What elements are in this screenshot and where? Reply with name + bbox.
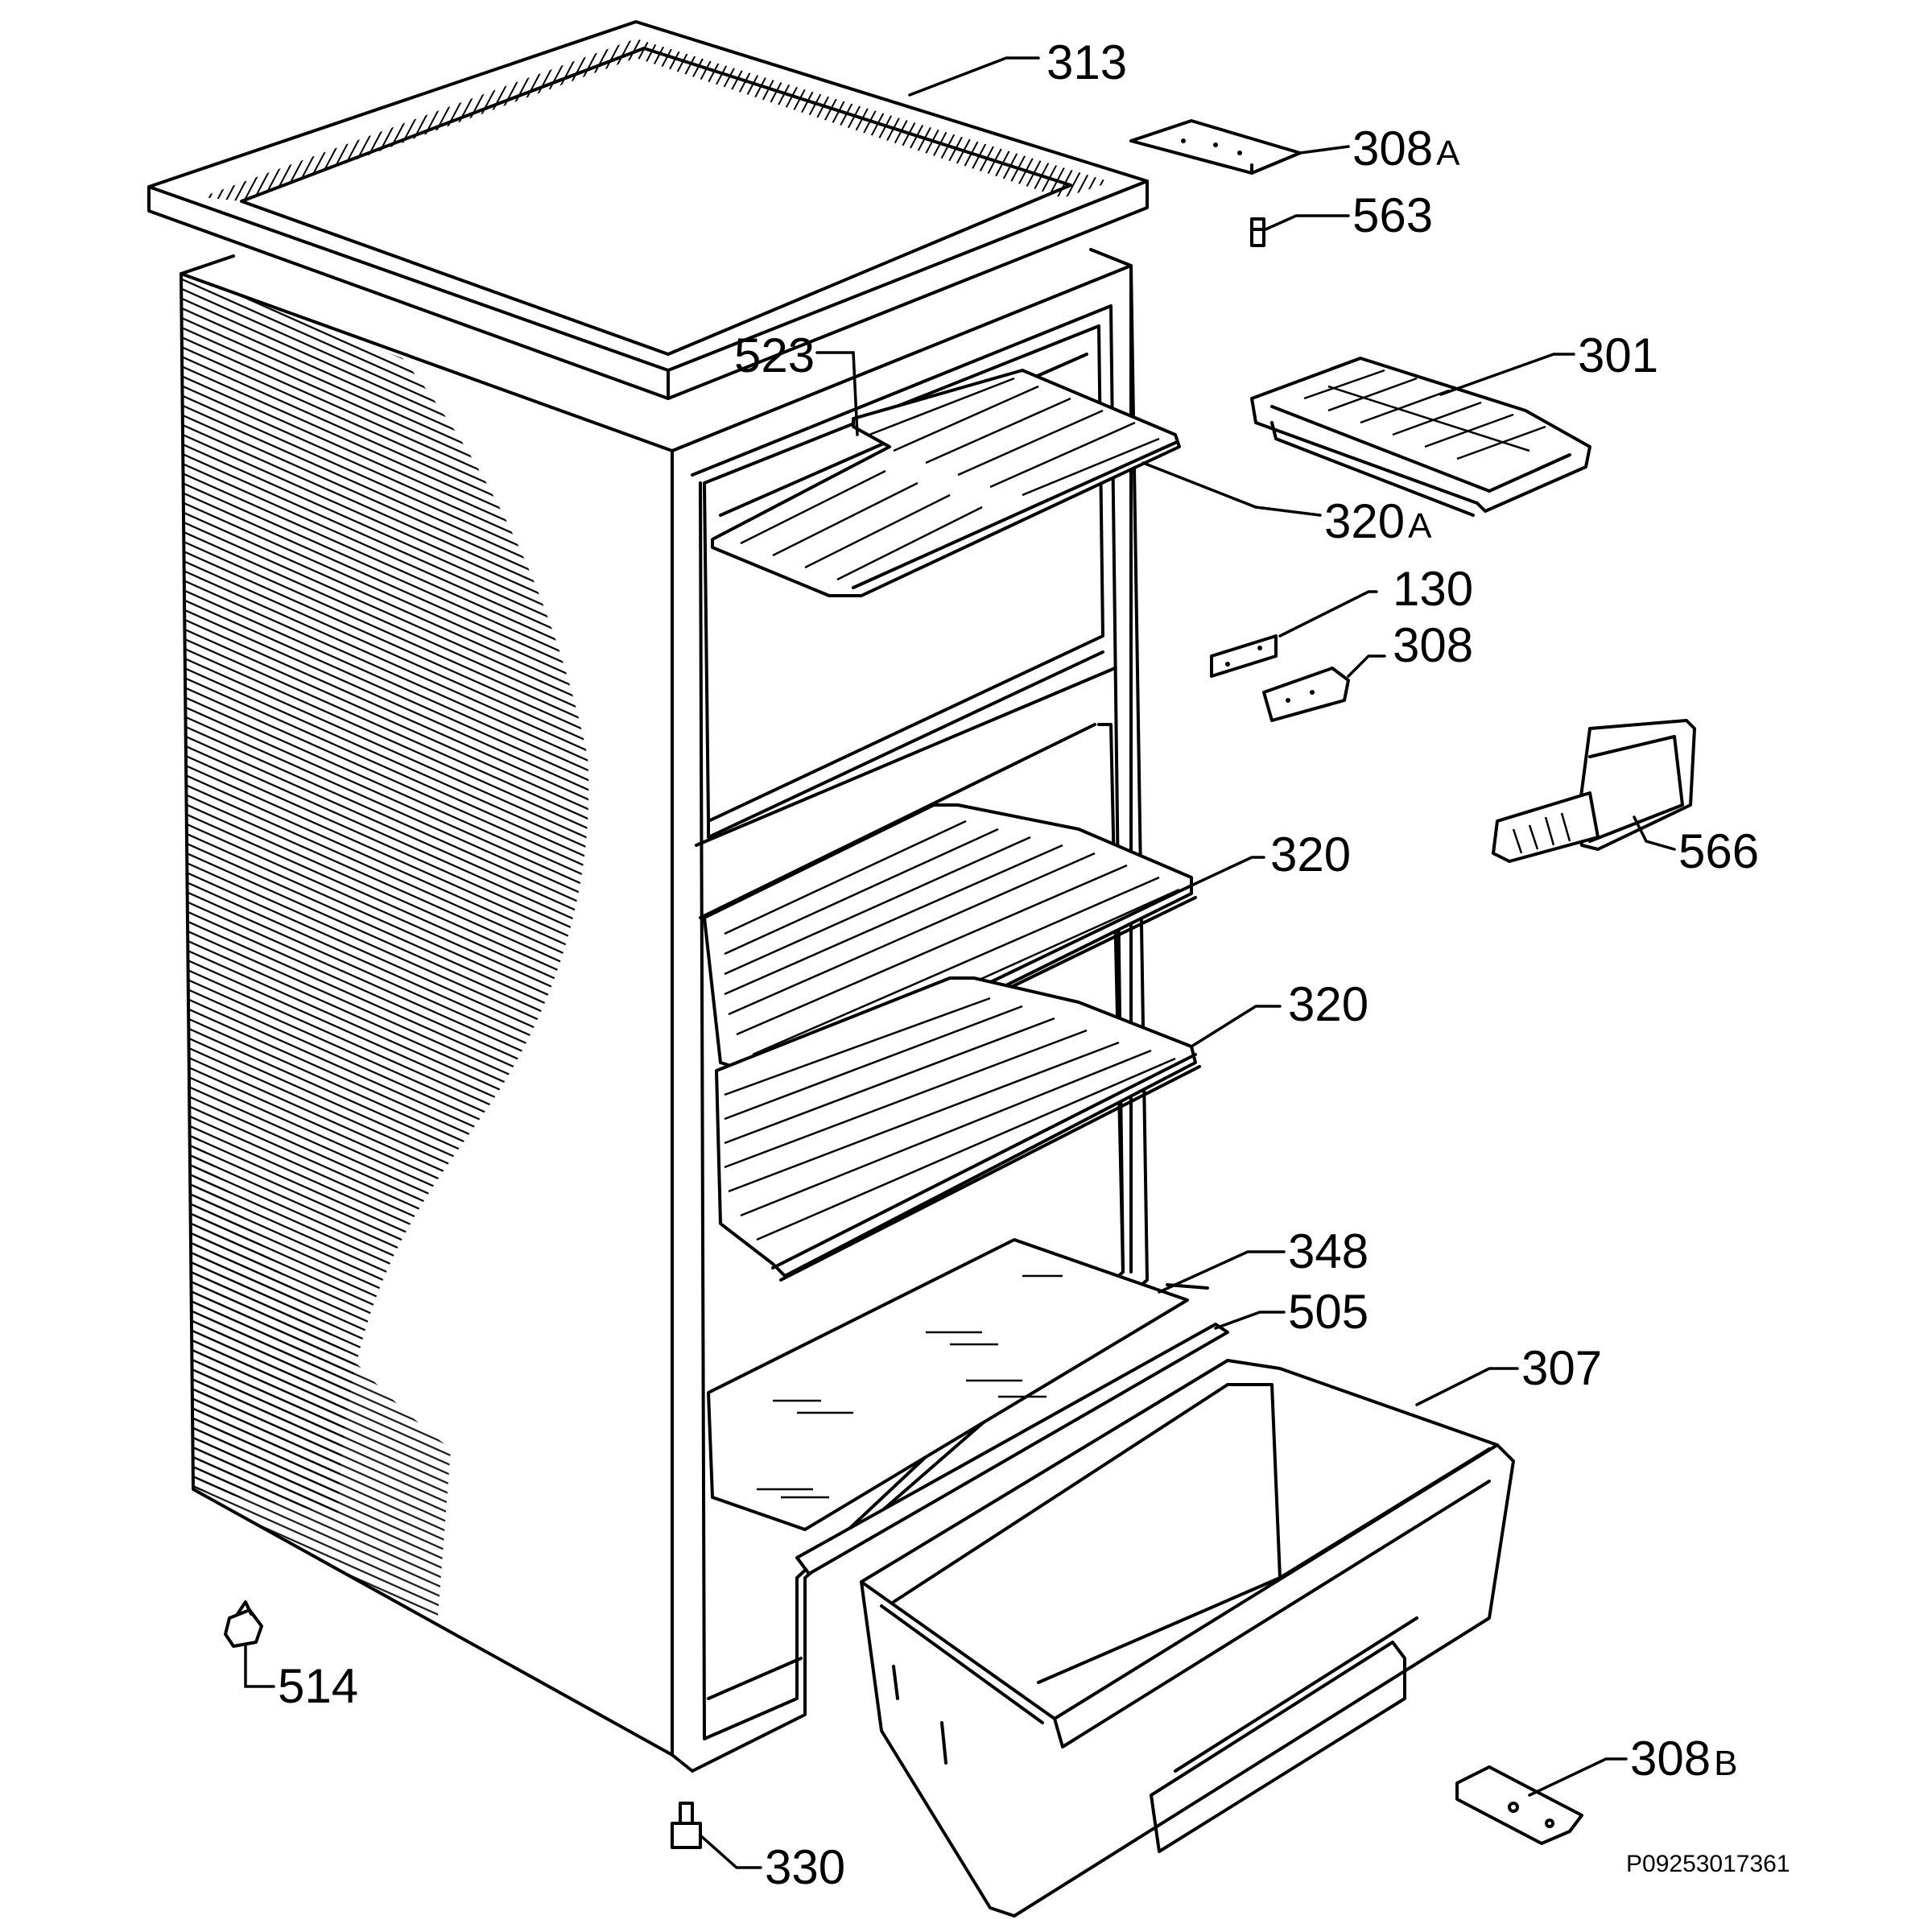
- label-301: 301: [1578, 328, 1658, 382]
- label-308b: 308: [1630, 1732, 1711, 1785]
- svg-text:308A: 308A: [1352, 122, 1460, 175]
- top-cover: [147, 20, 1149, 400]
- label-514: 514: [278, 1659, 358, 1713]
- svg-text:505: 505: [1288, 1285, 1368, 1339]
- label-307: 307: [1521, 1341, 1602, 1395]
- shelf-strip-505: [795, 1323, 1229, 1575]
- svg-text:320: 320: [1288, 977, 1368, 1031]
- plate-308b: [1455, 1765, 1583, 1845]
- foot-514: [224, 1600, 263, 1648]
- svg-text:308B: 308B: [1630, 1732, 1737, 1785]
- crisper-drawer-307: [860, 1359, 1515, 1918]
- scraper-566: [1492, 719, 1696, 863]
- label-563: 563: [1352, 188, 1433, 242]
- screw-563: [1250, 217, 1265, 247]
- cabinet-body: [180, 248, 1209, 1773]
- svg-text:130: 130: [1393, 562, 1473, 616]
- svg-text:566: 566: [1678, 824, 1759, 878]
- label-320-upper: 320: [1270, 828, 1351, 881]
- svg-text:307: 307: [1521, 1341, 1602, 1395]
- label-330: 330: [765, 1840, 845, 1894]
- diagram-reference-code: P09253017361: [1626, 1851, 1790, 1877]
- shelf-320-lower: [715, 976, 1201, 1282]
- shelf-320a: [711, 369, 1181, 597]
- svg-text:348: 348: [1288, 1224, 1368, 1278]
- part-labels: 313 308A 563 301 523 320A 130 308 566 32…: [278, 35, 1790, 1894]
- svg-text:301: 301: [1578, 328, 1658, 382]
- label-320a: 320: [1324, 494, 1405, 548]
- label-523: 523: [734, 328, 815, 382]
- bracket-130: [1210, 634, 1278, 678]
- svg-text:514: 514: [278, 1659, 358, 1713]
- label-313: 313: [1046, 35, 1127, 89]
- svg-text:563: 563: [1352, 188, 1433, 242]
- glass-shelf-348: [707, 1238, 1189, 1531]
- label-320-lower: 320: [1288, 977, 1368, 1031]
- label-505: 505: [1288, 1285, 1368, 1339]
- label-566: 566: [1678, 824, 1759, 878]
- label-308b-suffix: B: [1714, 1744, 1737, 1783]
- svg-text:320A: 320A: [1324, 494, 1432, 548]
- label-320a-suffix: A: [1408, 506, 1432, 546]
- label-348: 348: [1288, 1224, 1368, 1278]
- svg-text:320: 320: [1270, 828, 1351, 881]
- hinge-plate-308a: [1129, 119, 1302, 175]
- svg-text:523: 523: [734, 328, 815, 382]
- label-308a: 308: [1352, 122, 1433, 175]
- ice-tray-301: [1250, 357, 1591, 517]
- svg-text:308: 308: [1393, 618, 1473, 672]
- label-308: 308: [1393, 618, 1473, 672]
- label-130: 130: [1393, 562, 1473, 616]
- leader-lines: [244, 56, 1676, 1869]
- shelf-320-upper: [703, 803, 1197, 1100]
- foot-330: [671, 1802, 702, 1849]
- label-308a-suffix: A: [1436, 134, 1460, 173]
- svg-text:330: 330: [765, 1840, 845, 1894]
- hinge-308: [1262, 667, 1350, 722]
- svg-text:313: 313: [1046, 35, 1127, 89]
